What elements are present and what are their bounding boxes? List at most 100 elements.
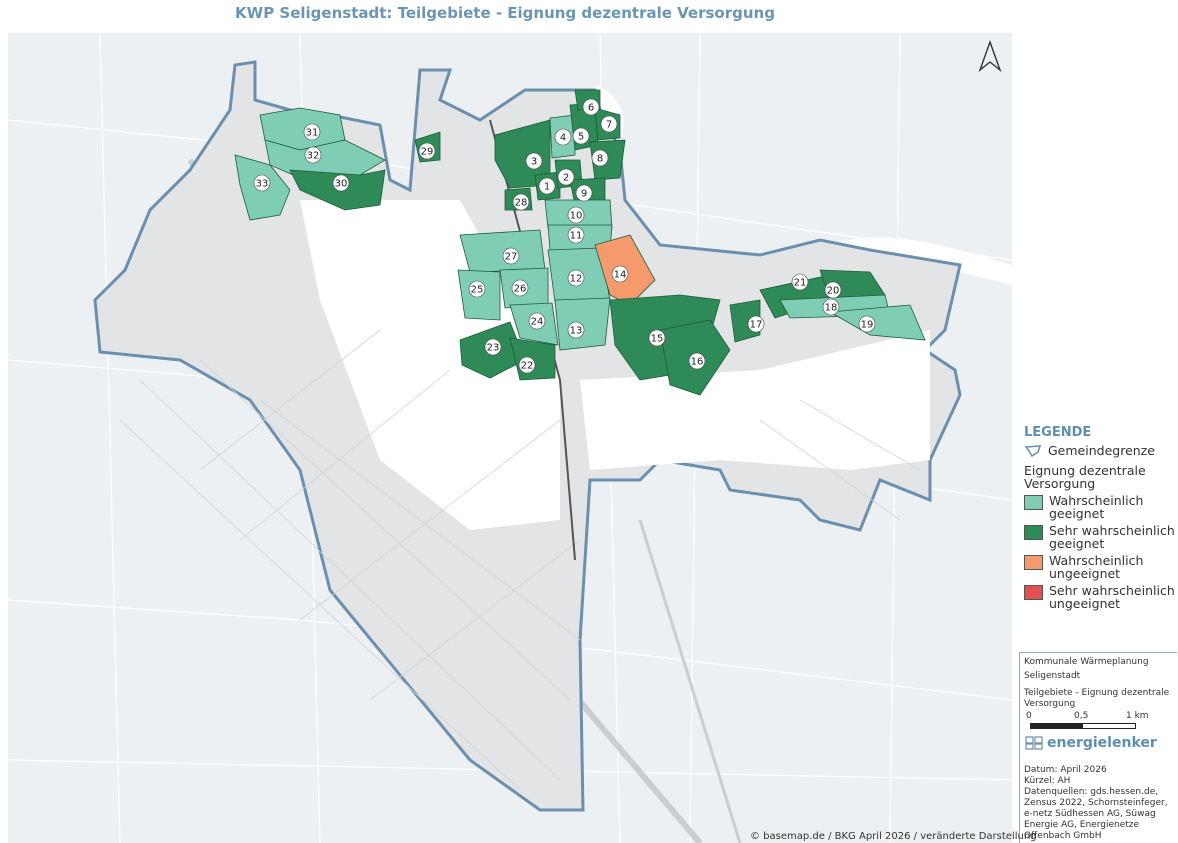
- area-label-circle: [572, 127, 590, 145]
- area-label-text: 24: [531, 317, 544, 328]
- area-label-circle: [484, 338, 502, 356]
- area-label-text: 23: [487, 343, 500, 354]
- area-label-text: 22: [521, 361, 534, 372]
- info-datum: Datum: April 2026: [1024, 765, 1107, 775]
- area-label-circle: [747, 315, 765, 333]
- area-label-circle: [253, 174, 271, 192]
- area-label-circle: [567, 206, 585, 224]
- area-label-circle: [591, 149, 609, 167]
- area-label-1: 1: [538, 177, 556, 195]
- info-box: Kommunale Wärmeplanung Seligenstadt Teil…: [1019, 652, 1177, 843]
- area-label-4: 4: [554, 128, 572, 146]
- area-label-text: 30: [335, 179, 348, 190]
- area-19[interactable]: [828, 304, 926, 341]
- field-grid: [119, 329, 921, 791]
- area-label-text: 9: [581, 189, 587, 200]
- area-label-3: 3: [525, 152, 543, 170]
- area-label-circle: [824, 281, 842, 299]
- brand-logo-icon: [1025, 736, 1043, 750]
- area-label-11: 11: [567, 226, 585, 244]
- area-label-2: 2: [557, 168, 575, 186]
- area-label-circle: [303, 123, 321, 141]
- legend-item: Wahrscheinlich geeignet: [1024, 494, 1176, 520]
- legend-swatch: [1024, 585, 1043, 600]
- area-label-text: 29: [421, 147, 434, 158]
- area-label-circle: [858, 315, 876, 333]
- area-label-circle: [648, 329, 666, 347]
- area-label-circle: [567, 226, 585, 244]
- brand-name: energielenker: [1047, 734, 1157, 751]
- area-label-text: 20: [827, 286, 840, 297]
- info-line1: Kommunale Wärmeplanung: [1024, 657, 1149, 667]
- north-arrow-icon: [978, 40, 1002, 72]
- area-label-text: 7: [606, 120, 612, 131]
- legend-item-label: Wahrscheinlich ungeeignet: [1049, 553, 1144, 581]
- scale-0: 0: [1026, 711, 1032, 721]
- legend-boundary-label: Gemeindegrenze: [1048, 443, 1155, 458]
- area-label-circle: [332, 174, 350, 192]
- scale-bar-light: [1082, 723, 1136, 729]
- area-label-circle: [512, 193, 530, 211]
- area-label-text: 5: [578, 132, 584, 143]
- area-label-circle: [554, 128, 572, 146]
- area-label-14: 14: [611, 265, 629, 283]
- area-label-20: 20: [824, 281, 842, 299]
- area-label-circle: [502, 247, 520, 265]
- legend-item-label: Sehr wahrscheinlich geeignet: [1049, 523, 1175, 551]
- area-label-13: 13: [567, 321, 585, 339]
- info-line2: Seligenstadt: [1024, 671, 1081, 681]
- area-label-text: 12: [570, 274, 583, 285]
- area-label-circle: [525, 152, 543, 170]
- area-label-text: 15: [651, 334, 664, 345]
- info-quellen: Datenquellen: gds.hessen.de, Zensus 2022…: [1024, 787, 1168, 841]
- area-label-text: 31: [306, 128, 319, 139]
- area-13[interactable]: [554, 297, 611, 351]
- area-3[interactable]: [494, 119, 551, 189]
- area-label-33: 33: [253, 174, 271, 192]
- map-credit: © basemap.de / BKG April 2026 / veränder…: [750, 831, 1037, 842]
- area-label-circle: [518, 356, 536, 374]
- area-label-7: 7: [600, 115, 618, 133]
- area-label-text: 28: [515, 198, 528, 209]
- area-label-23: 23: [484, 338, 502, 356]
- area-label-text: 32: [307, 151, 320, 162]
- area-label-31: 31: [303, 123, 321, 141]
- legend: LEGENDE Gemeindegrenze Eignung dezentral…: [1024, 425, 1176, 610]
- area-label-12: 12: [567, 269, 585, 287]
- area-label-text: 2: [563, 173, 569, 184]
- area-label-circle: [600, 115, 618, 133]
- area-label-28: 28: [512, 193, 530, 211]
- area-label-circle: [528, 312, 546, 330]
- area-label-16: 16: [688, 352, 706, 370]
- area-label-circle: [567, 321, 585, 339]
- area-label-circle: [468, 280, 486, 298]
- area-label-24: 24: [528, 312, 546, 330]
- area-label-6: 6: [582, 98, 600, 116]
- scale-end: 1 km: [1126, 711, 1149, 721]
- legend-heading: LEGENDE: [1024, 425, 1092, 440]
- area-label-circle: [557, 168, 575, 186]
- info-kuerzel: Kürzel: AH: [1024, 776, 1071, 786]
- info-line3: Teilgebiete - Eignung dezentrale Versorg…: [1024, 688, 1170, 709]
- area-label-text: 25: [471, 285, 484, 296]
- area-label-text: 19: [861, 320, 874, 331]
- scale-bar: 0 0,5 1 km: [1024, 711, 1173, 731]
- area-label-text: 11: [570, 231, 583, 242]
- area-label-circle: [511, 279, 529, 297]
- area-32[interactable]: [264, 139, 386, 179]
- area-label-text: 10: [570, 211, 583, 222]
- area-label-text: 16: [691, 357, 704, 368]
- area-label-15: 15: [648, 329, 666, 347]
- area-label-circle: [304, 146, 322, 164]
- area-label-circle: [538, 177, 556, 195]
- area-label-26: 26: [511, 279, 529, 297]
- legend-category-title: Eignung dezentrale Versorgung: [1024, 463, 1146, 491]
- legend-item: Sehr wahrscheinlich geeignet: [1024, 524, 1176, 550]
- river: [587, 85, 1012, 285]
- scale-mid: 0,5: [1074, 711, 1089, 721]
- legend-swatch: [1024, 525, 1043, 540]
- map-canvas[interactable]: 31 32 33 30 29 28 3 1 2 4 5 6 7 8 9 10 1…: [8, 33, 1012, 843]
- area-27[interactable]: [459, 229, 546, 273]
- area-label-text: 26: [514, 284, 527, 295]
- legend-swatch: [1024, 555, 1043, 570]
